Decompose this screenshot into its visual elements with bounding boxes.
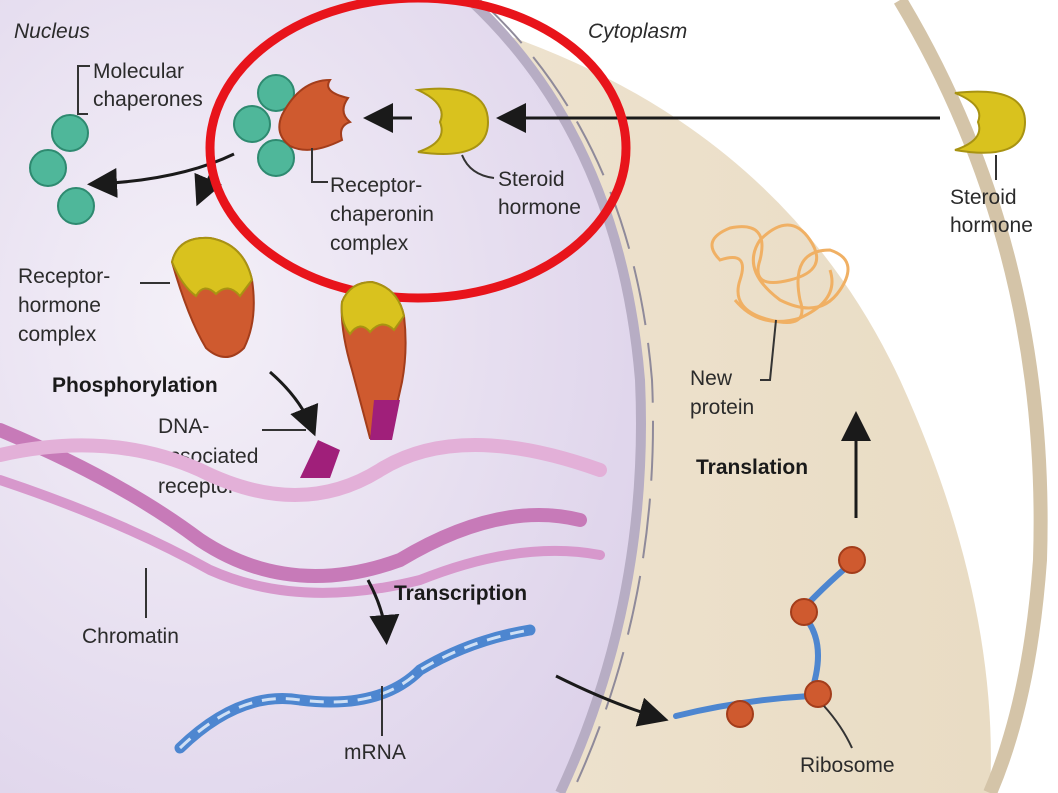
nucleus-region bbox=[0, 0, 641, 793]
chaperone-release-arrow bbox=[87, 152, 235, 198]
steroid-hormone-outer-label-2: hormone bbox=[950, 214, 1033, 237]
leader-line bbox=[461, 154, 495, 179]
dna-receptor-label-1: DNA- bbox=[158, 415, 209, 438]
nuclear-membrane bbox=[466, 0, 646, 793]
leader-line bbox=[823, 705, 853, 749]
mrna-label: mRNA bbox=[344, 741, 406, 764]
receptor-hormone-label-1: Receptor- bbox=[18, 265, 110, 288]
highlight-ring bbox=[205, 0, 631, 303]
molecular-chaperones-icon bbox=[29, 114, 95, 225]
receptor-hormone-label-2: hormone bbox=[18, 294, 101, 317]
mrna-export-arrow bbox=[555, 674, 669, 727]
new-protein-icon bbox=[710, 223, 850, 324]
transcription-arrow bbox=[366, 579, 400, 645]
phosphorylation-arrow bbox=[269, 370, 319, 437]
cell-membrane bbox=[893, 0, 1048, 793]
cytoplasm-title: Cytoplasm bbox=[588, 20, 687, 43]
steroid-hormone-outer-icon bbox=[954, 90, 1027, 154]
receptor-chaperonin-label-3: complex bbox=[330, 232, 409, 255]
receptor-hormone-label-3: complex bbox=[18, 323, 97, 346]
new-protein-label-1: New bbox=[690, 367, 733, 390]
ribosome-chain bbox=[673, 546, 866, 728]
steroid-hormone-inner-label-2: hormone bbox=[498, 196, 581, 219]
receptor-chaperonin-complex-icon bbox=[233, 74, 353, 177]
receptor-chaperonin-label-2: chaperonin bbox=[330, 203, 434, 226]
receptor-chaperonin-label-1: Receptor- bbox=[330, 174, 422, 197]
leader-line bbox=[311, 148, 328, 183]
chromatin-helix bbox=[0, 423, 607, 598]
steroid-hormone-inner-label-1: Steroid bbox=[498, 168, 565, 191]
mrna-strand bbox=[174, 624, 536, 754]
phosphorylation-label: Phosphorylation bbox=[52, 374, 218, 397]
nuclear-pores bbox=[479, 0, 654, 793]
translation-label: Translation bbox=[696, 456, 808, 479]
steroid-hormone-outer-label-1: Steroid bbox=[950, 186, 1017, 209]
new-protein-label-2: protein bbox=[690, 396, 754, 419]
molecular-chaperones-label-1: Molecular bbox=[93, 60, 184, 83]
receptor-hormone-complex-icon bbox=[170, 236, 255, 358]
transcription-label: Transcription bbox=[394, 582, 527, 605]
ribosome-label: Ribosome bbox=[800, 754, 895, 777]
chromatin-label: Chromatin bbox=[82, 625, 179, 648]
leader-line bbox=[77, 65, 90, 115]
dna-associated-receptor-icon bbox=[300, 280, 407, 478]
nucleus-title: Nucleus bbox=[14, 20, 90, 43]
leader-line bbox=[760, 319, 777, 381]
steroid-hormone-inner-icon bbox=[414, 87, 490, 155]
molecular-chaperones-label-2: chaperones bbox=[93, 88, 203, 111]
